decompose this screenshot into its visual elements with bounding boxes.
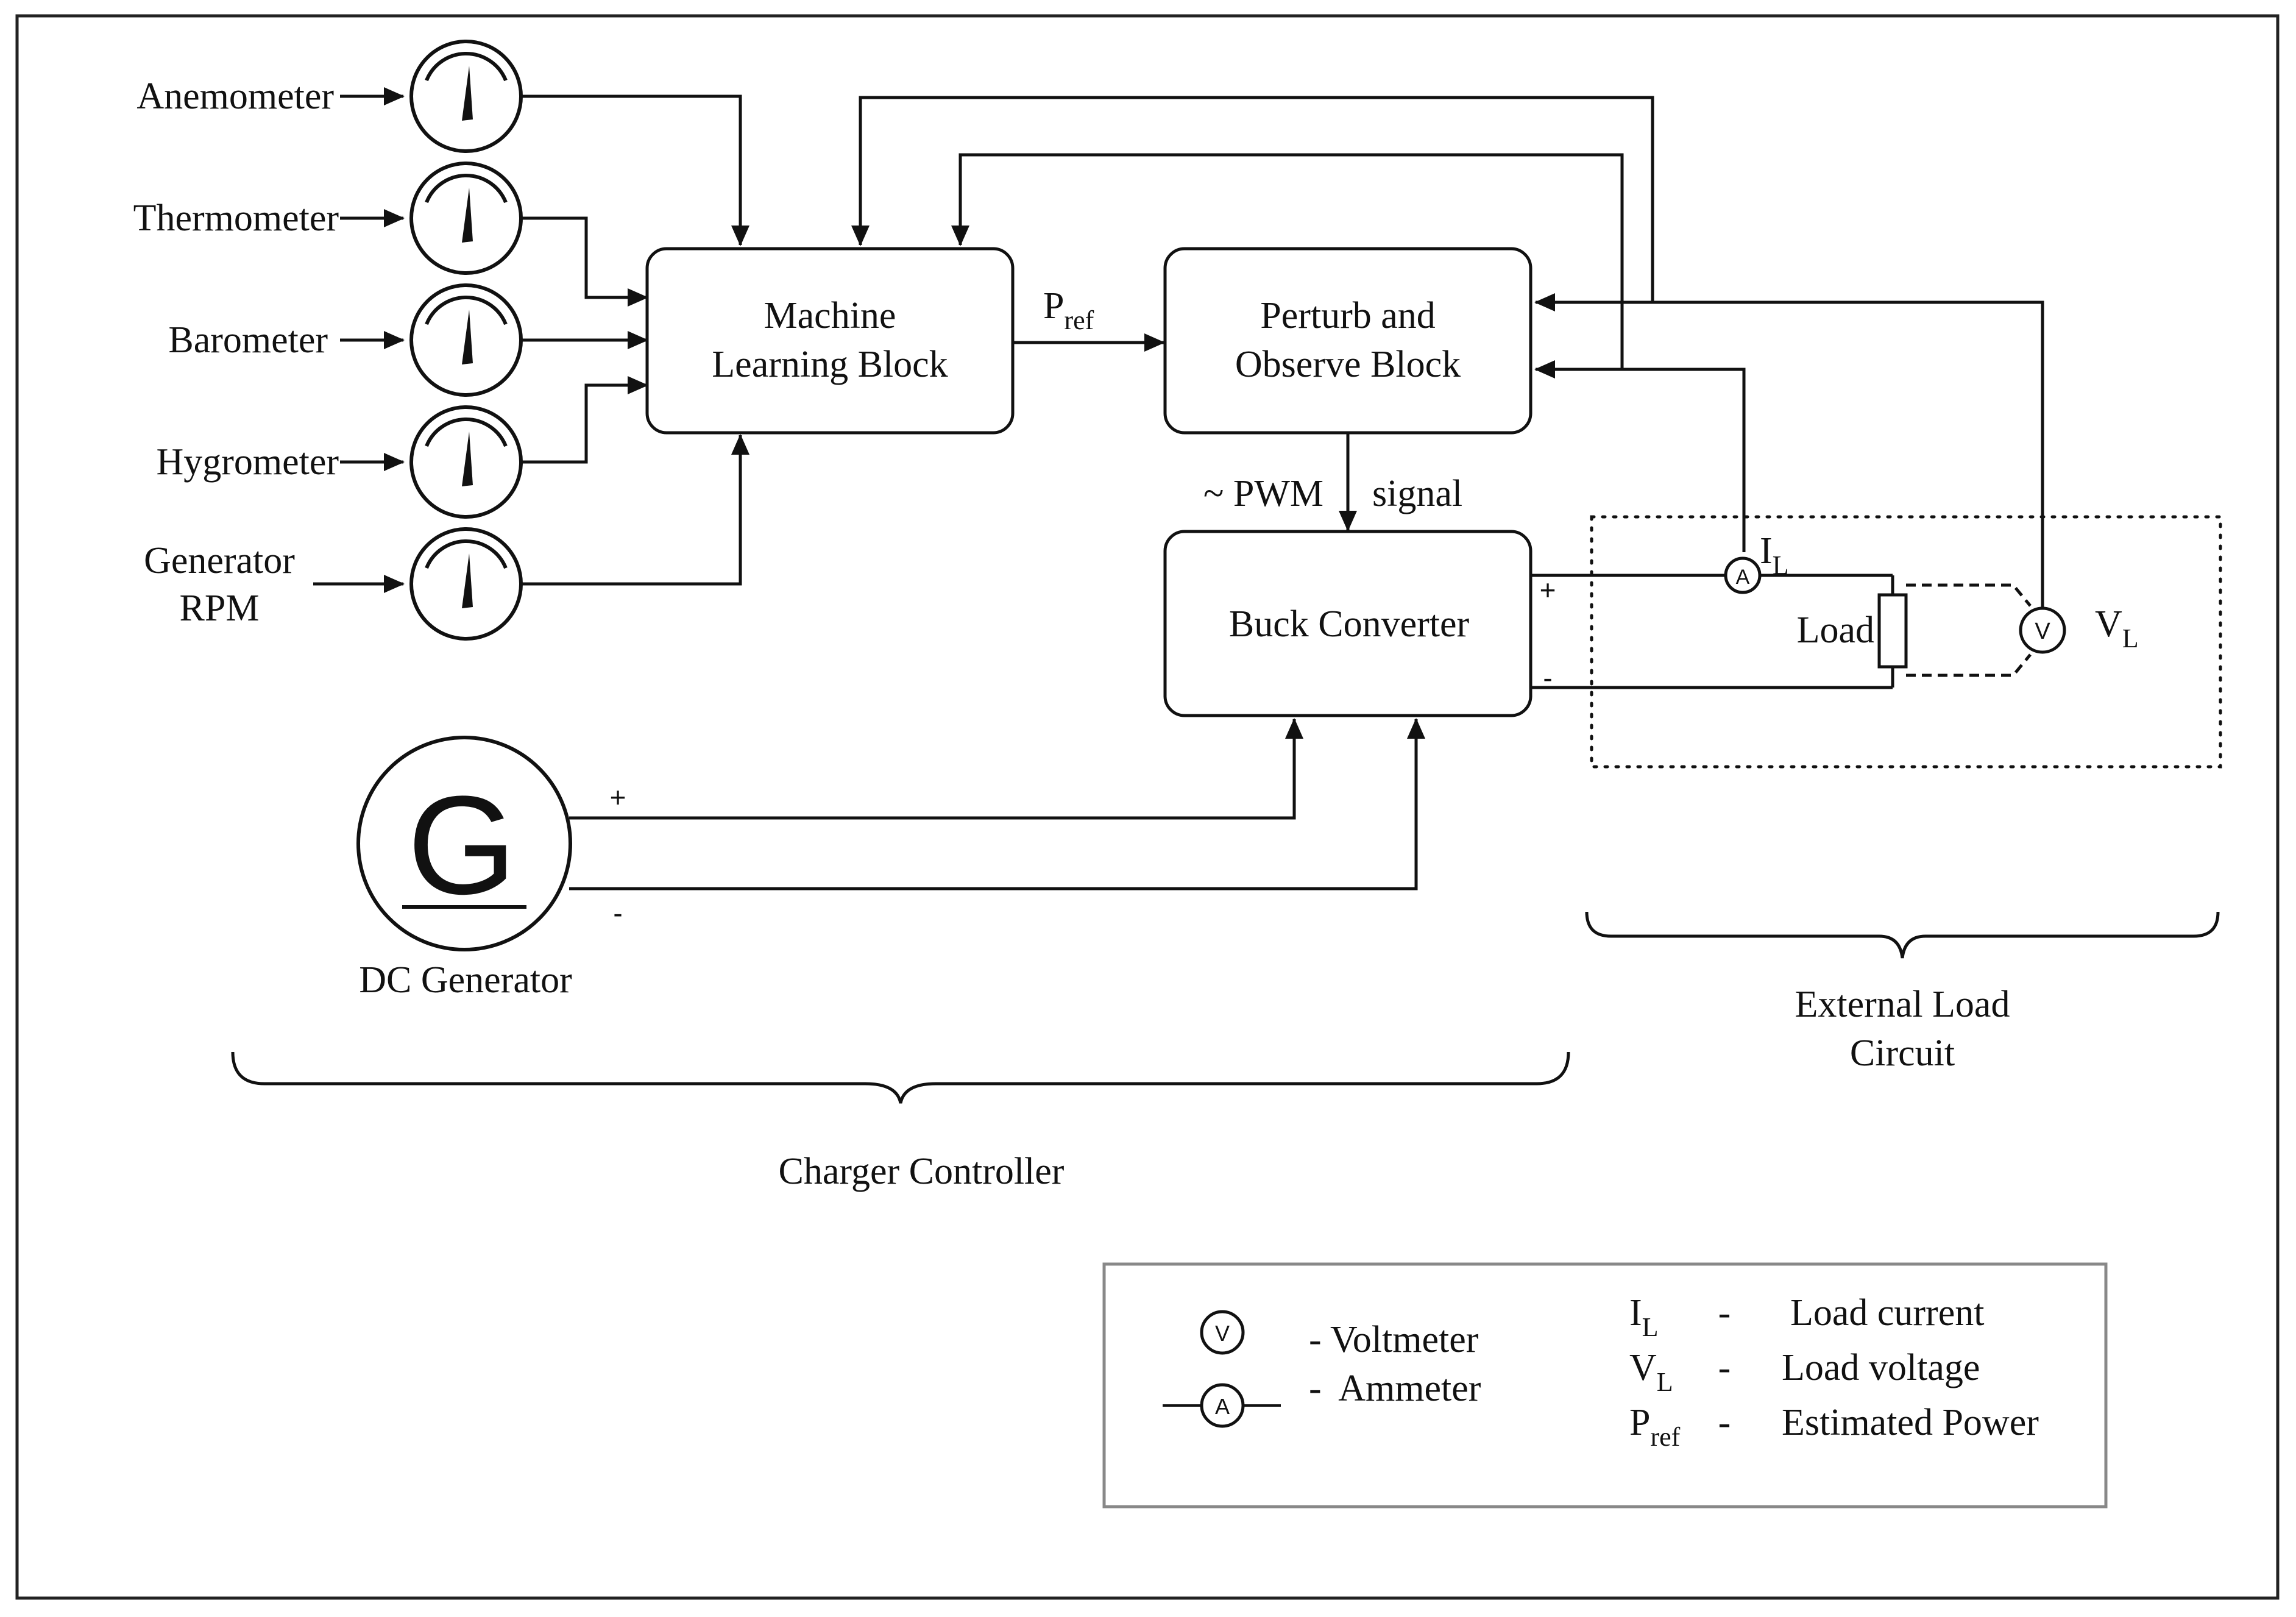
ammeter-icon: A bbox=[1724, 556, 1762, 594]
svg-text:Machine: Machine bbox=[764, 295, 896, 336]
legend-ammeter-icon: A bbox=[1163, 1383, 1281, 1428]
pref-label: Pref bbox=[1043, 285, 1094, 335]
legend-row-vl: VL - Load voltage bbox=[1629, 1347, 1980, 1397]
svg-text:-: - bbox=[1718, 1347, 1731, 1388]
sensor-label-line1: Generator bbox=[144, 540, 295, 581]
voltmeter-icon: V bbox=[2019, 606, 2066, 654]
perturb-observe-block: Perturb and Observe Block bbox=[1163, 247, 1532, 435]
svg-text:Load voltage: Load voltage bbox=[1782, 1347, 1980, 1388]
feedback-lines bbox=[851, 96, 2044, 622]
pwm-label-right: signal bbox=[1372, 473, 1462, 514]
outer-frame bbox=[15, 14, 2280, 1600]
external-load-label-line2: Circuit bbox=[1850, 1032, 1955, 1074]
sensor-generator-rpm: Generator RPM bbox=[144, 527, 523, 641]
svg-text:V: V bbox=[2035, 619, 2050, 644]
legend-ammeter-text: - Ammeter bbox=[1309, 1368, 1481, 1409]
legend: V - Voltmeter A - Ammeter IL - Load curr… bbox=[1102, 1262, 2108, 1509]
sensor-hygrometer: Hygrometer bbox=[156, 405, 523, 519]
charger-controller-label: Charger Controller bbox=[779, 1151, 1065, 1192]
svg-text:Observe Block: Observe Block bbox=[1235, 344, 1461, 385]
external-load-label-line1: External Load bbox=[1795, 984, 2010, 1025]
legend-voltmeter-icon: V bbox=[1200, 1310, 1245, 1355]
sensor-label: Barometer bbox=[168, 319, 328, 361]
sensor-label-line2: RPM bbox=[180, 588, 260, 629]
load-resistor: Load bbox=[1797, 593, 1908, 669]
svg-text:-: - bbox=[1718, 1292, 1731, 1334]
generator-symbol: G bbox=[408, 767, 517, 923]
svg-text:Load current: Load current bbox=[1790, 1292, 1984, 1334]
il-label: IL bbox=[1760, 530, 1789, 580]
buck-plus: + bbox=[1540, 574, 1556, 606]
svg-text:A: A bbox=[1736, 566, 1750, 589]
buck-minus: - bbox=[1543, 662, 1552, 694]
svg-text:V: V bbox=[1215, 1321, 1230, 1346]
sensor-thermometer: Thermometer bbox=[133, 162, 523, 275]
gauge-icon bbox=[409, 283, 523, 397]
generator-wires bbox=[569, 718, 1425, 890]
buck-converter-block: Buck Converter bbox=[1163, 530, 1532, 717]
gauge-icon bbox=[409, 405, 523, 519]
load-wires bbox=[1531, 574, 1894, 689]
load-label: Load bbox=[1797, 609, 1874, 651]
svg-text:VL: VL bbox=[1629, 1347, 1673, 1397]
legend-row-pref: Pref - Estimated Power bbox=[1629, 1402, 2039, 1452]
svg-text:Learning Block: Learning Block bbox=[712, 344, 948, 385]
sensor-connectors bbox=[521, 94, 749, 586]
sensor-label: Hygrometer bbox=[156, 441, 339, 483]
generator-plus: + bbox=[610, 781, 626, 813]
svg-text:IL: IL bbox=[1629, 1292, 1659, 1342]
dc-generator: G DC Generator + - bbox=[356, 736, 626, 1001]
machine-learning-block: Machine Learning Block bbox=[645, 247, 1015, 435]
gauge-icon bbox=[409, 527, 523, 641]
sensor-label: Anemometer bbox=[136, 76, 334, 117]
external-load-brace bbox=[1585, 911, 2220, 959]
legend-voltmeter-text: - Voltmeter bbox=[1309, 1319, 1479, 1360]
charger-controller-brace bbox=[231, 1051, 1570, 1104]
vl-label: VL bbox=[2095, 603, 2139, 653]
voltmeter-dashed-leads bbox=[1906, 583, 2032, 677]
svg-text:Pref: Pref bbox=[1629, 1402, 1681, 1452]
sensor-barometer: Barometer bbox=[168, 283, 523, 397]
svg-text:A: A bbox=[1215, 1394, 1230, 1419]
generator-minus: - bbox=[613, 897, 622, 929]
generator-label: DC Generator bbox=[359, 959, 572, 1001]
svg-text:-: - bbox=[1718, 1402, 1731, 1443]
svg-text:Buck Converter: Buck Converter bbox=[1229, 603, 1470, 645]
pwm-label-left: ~ PWM bbox=[1203, 473, 1323, 514]
gauge-icon bbox=[409, 162, 523, 275]
gauge-icon bbox=[409, 40, 523, 153]
legend-row-il: IL - Load current bbox=[1629, 1292, 1984, 1342]
svg-text:Perturb and: Perturb and bbox=[1260, 295, 1436, 336]
sensor-label: Thermometer bbox=[133, 197, 339, 239]
svg-text:Estimated Power: Estimated Power bbox=[1782, 1402, 2039, 1443]
sensor-anemometer: Anemometer bbox=[136, 40, 523, 153]
